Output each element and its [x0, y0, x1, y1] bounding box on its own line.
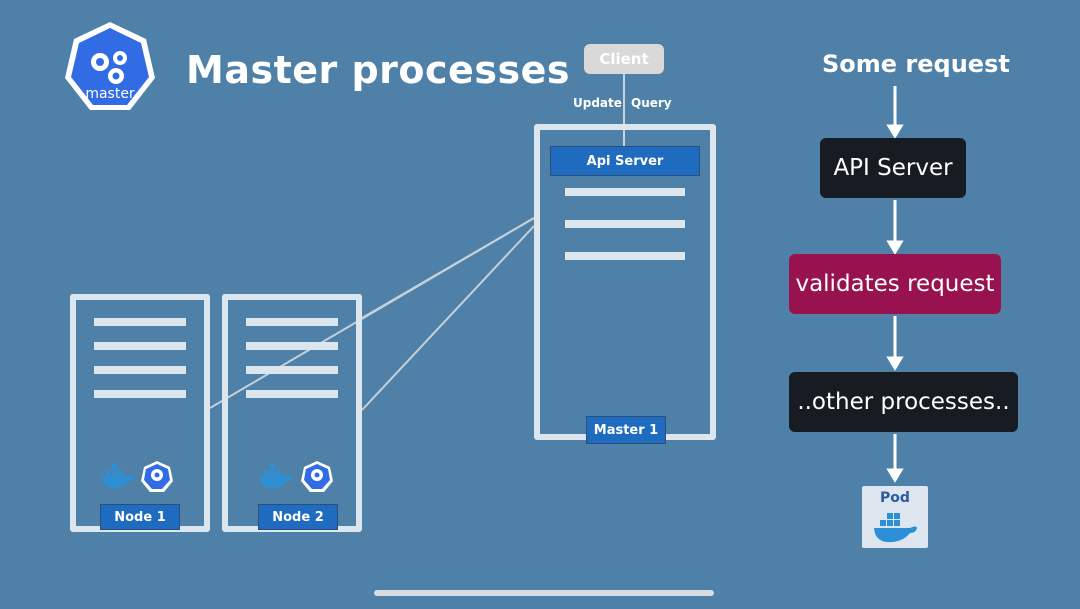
flow-step-api-server: API Server — [820, 138, 966, 198]
kubernetes-heptagon-icon — [65, 22, 155, 110]
node-bar — [94, 390, 186, 398]
docker-icon — [260, 464, 293, 489]
client-box: Client — [584, 44, 664, 74]
query-label: Query — [631, 96, 672, 110]
flow-step-validates-request: validates request — [789, 254, 1001, 314]
node-bar — [94, 318, 186, 326]
flow-step-other-processes: ..other processes.. — [789, 372, 1018, 432]
node-1-box — [70, 294, 210, 532]
page-title: Master processes — [186, 48, 570, 92]
kubelet-icon — [141, 461, 173, 492]
node-2-box — [222, 294, 362, 532]
client-connector-line — [623, 74, 625, 146]
pod-box: Pod — [862, 486, 928, 548]
node-bar — [246, 390, 338, 398]
api-server-label: Api Server — [550, 146, 700, 176]
kubelet-icon — [301, 461, 333, 492]
node-bar — [94, 366, 186, 374]
flow-arrows — [886, 86, 904, 483]
update-label: Update — [573, 96, 622, 110]
logo-label: master — [85, 86, 135, 102]
node-bar — [94, 342, 186, 350]
kubernetes-master-logo: master — [62, 20, 158, 116]
node-bar — [246, 318, 338, 326]
master-bar — [565, 188, 685, 196]
node-bar — [246, 366, 338, 374]
node-2-tag: Node 2 — [258, 504, 338, 530]
master-bar — [565, 220, 685, 228]
node-1-tag: Node 1 — [100, 504, 180, 530]
docker-icon — [874, 513, 917, 543]
docker-icon — [102, 464, 135, 489]
node-bar — [246, 342, 338, 350]
master-tag: Master 1 — [586, 416, 666, 444]
master-bar — [565, 252, 685, 260]
home-indicator[interactable] — [374, 590, 714, 596]
flow-title: Some request — [822, 50, 1010, 78]
pod-label: Pod — [880, 490, 910, 506]
